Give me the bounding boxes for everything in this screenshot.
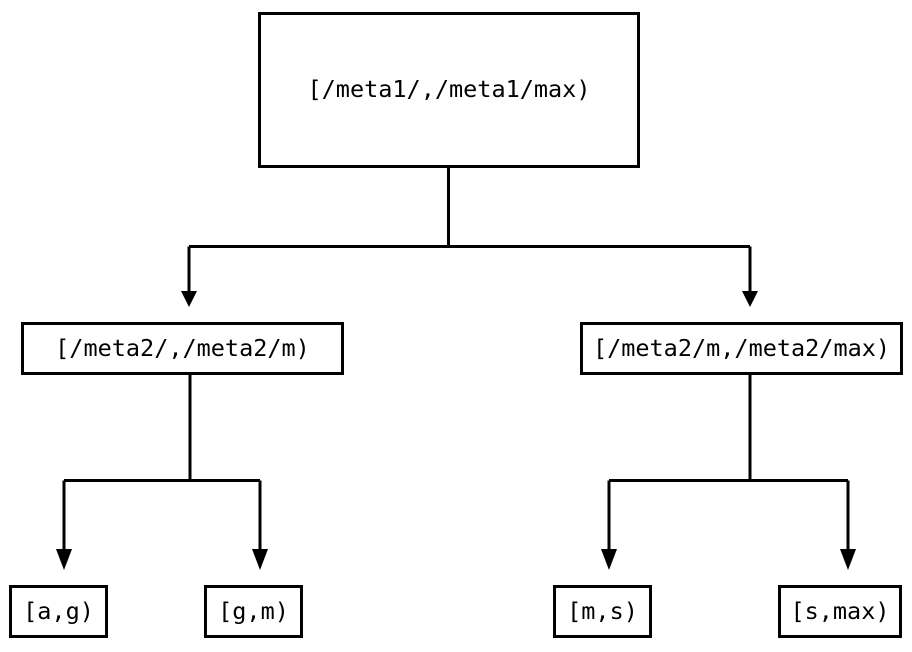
tree-node-leaf-ag-label: [a,g) [23, 596, 94, 625]
tree-node-leaf-smax[interactable]: [s,max) [778, 585, 902, 638]
tree-node-mid-right-label: [/meta2/m,/meta2/max) [592, 333, 891, 362]
tree-node-leaf-smax-label: [s,max) [790, 596, 890, 625]
tree-node-leaf-gm[interactable]: [g,m) [204, 585, 303, 638]
tree-node-mid-right[interactable]: [/meta2/m,/meta2/max) [580, 322, 903, 375]
arrowhead-icon-mid-right [742, 291, 758, 307]
tree-node-leaf-gm-label: [g,m) [218, 596, 289, 625]
tree-node-leaf-ms[interactable]: [m,s) [553, 585, 652, 638]
tree-node-leaf-ms-label: [m,s) [567, 596, 638, 625]
tree-node-root-label: [/meta1/,/meta1/max) [307, 75, 591, 104]
arrowhead-icon-leaf-smax [840, 549, 856, 570]
tree-node-mid-left[interactable]: [/meta2/,/meta2/m) [21, 322, 344, 375]
tree-node-mid-left-label: [/meta2/,/meta2/m) [55, 333, 310, 362]
arrowhead-icon-leaf-gm [252, 549, 268, 570]
arrowhead-icon-leaf-ms [601, 549, 617, 570]
tree-node-root[interactable]: [/meta1/,/meta1/max) [258, 12, 640, 168]
tree-node-leaf-ag[interactable]: [a,g) [9, 585, 108, 638]
arrowhead-icon-mid-left [181, 291, 197, 307]
arrowhead-icon-leaf-ag [56, 549, 72, 570]
